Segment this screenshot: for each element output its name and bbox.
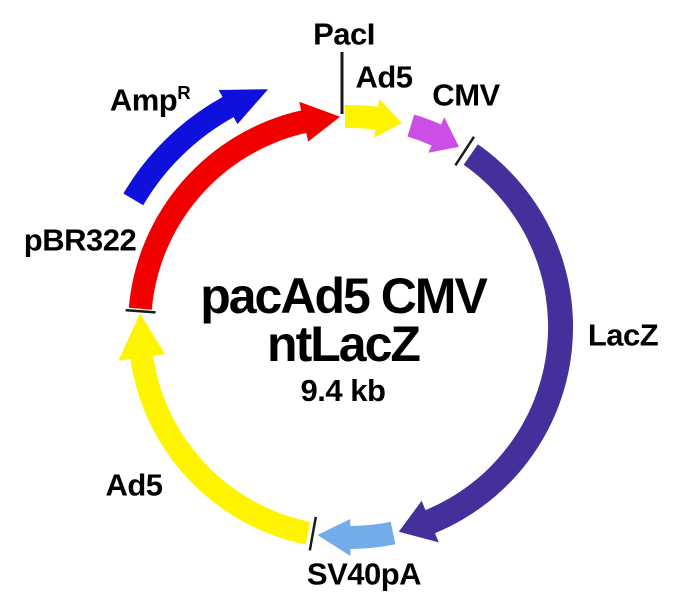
label-pbr322-text: pBR322 [23, 222, 137, 258]
label-paci: PacI [313, 19, 375, 50]
label-ad5-bottom: Ad5 [105, 467, 163, 503]
lacz-arrow-segment [398, 144, 574, 543]
label-ampr-superscript: R [177, 82, 191, 104]
label-sv40pa: SV40pA [306, 556, 422, 592]
label-sv40pa-text: SV40pA [306, 556, 422, 592]
plasmid-name-line2: ntLacZ [267, 316, 421, 372]
cmv-arrow-segment [407, 114, 459, 153]
label-cmv-text: CMV [432, 77, 500, 113]
ad5-top-arrow-segment [344, 98, 402, 138]
label-lacz: LacZ [587, 317, 659, 353]
label-ampr-text: Amp [109, 82, 178, 118]
ampr-arrow-segment [123, 89, 269, 206]
label-cmv: CMV [432, 77, 500, 113]
plasmid-name-line1: pacAd5 CMV [200, 268, 488, 324]
label-ad5-top: Ad5 [355, 59, 413, 95]
plasmid-size-label: 9.4 kb [300, 373, 386, 408]
junction-tick-0 [454, 136, 476, 167]
plasmid-title-block: pacAd5 CMV ntLacZ 9.4 kb [200, 268, 488, 409]
label-paci-text: PacI [313, 16, 375, 52]
label-ampr: AmpR [109, 82, 191, 118]
junction-tick-2 [125, 308, 156, 314]
label-pbr322: pBR322 [23, 222, 137, 258]
label-ad5-top-text: Ad5 [355, 59, 413, 95]
pbr322-arrow-segment [128, 101, 341, 310]
label-ad5-bottom-text: Ad5 [105, 467, 163, 503]
ad5-bottom-arrow-segment [118, 313, 311, 545]
junction-tick-1 [308, 516, 318, 551]
label-lacz-text: LacZ [587, 317, 659, 353]
sv40pa-arrow-segment [317, 519, 396, 556]
